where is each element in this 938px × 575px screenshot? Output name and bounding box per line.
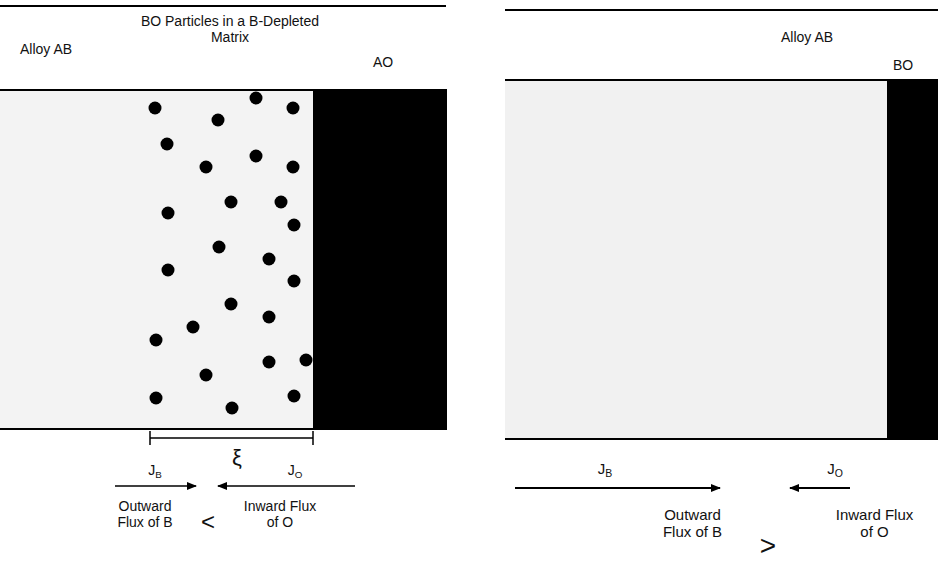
oxide-scale: BO [887,79,938,440]
oxide-particle [162,207,175,220]
oxide-particle [287,102,300,115]
oxide-particle [275,196,288,209]
oxide-particle [288,275,301,288]
oxide-particle [250,150,263,163]
depleted-zone: BO Particles in a B-Depleted Matrix [150,89,313,430]
flux-label: Inward Flux of O [240,498,320,530]
region-label: Alloy AB [781,29,841,45]
oxide-particle [288,219,301,232]
thickness-symbol: ξ [222,445,252,470]
oxide-particle [263,253,276,266]
region-label: BO [893,57,937,73]
flux-label: Outward Flux of B [650,506,735,541]
oxide-particle [263,311,276,324]
oxide-particle [161,138,174,151]
oxide-particle [150,392,163,405]
region-label: BO Particles in a B-Depleted Matrix [140,13,320,45]
oxide-particle [213,241,226,254]
flux-symbol: JO [275,462,315,480]
oxide-particle [200,161,213,174]
oxide-particle [226,402,239,415]
oxide-particle [263,356,276,369]
oxide-particle [150,334,163,347]
oxide-particle [149,102,162,115]
flux-arrow [515,487,720,489]
region-label: Alloy AB [20,41,80,57]
alloy-region: Alloy AB [505,79,887,440]
comparison-sign: > [754,530,782,562]
oxide-particle [250,92,263,105]
oxide-particle [200,369,213,382]
flux-label: Inward Flux of O [832,506,917,541]
flux-symbol: JO [815,460,855,479]
flux-arrow [218,485,355,487]
oxide-particle [225,196,238,209]
flux-symbol: JB [135,462,175,480]
flux-arrow [115,485,196,487]
oxide-particle [187,321,200,334]
top-rule [505,9,938,11]
oxide-particle [287,161,300,174]
flux-label: Outward Flux of B [105,498,185,530]
region-label: AO [373,54,423,70]
flux-arrow [790,487,850,489]
oxide-particle [162,264,175,277]
comparison-sign: < [196,508,220,536]
thickness-bracket [150,431,313,445]
top-rule [0,5,446,7]
oxide-particle [300,354,313,367]
alloy-region: Alloy AB [0,89,150,430]
oxide-scale: AO [313,89,447,430]
oxide-particle [288,390,301,403]
flux-symbol: JB [585,460,625,479]
oxide-particle [225,298,238,311]
oxide-particle [212,114,225,127]
